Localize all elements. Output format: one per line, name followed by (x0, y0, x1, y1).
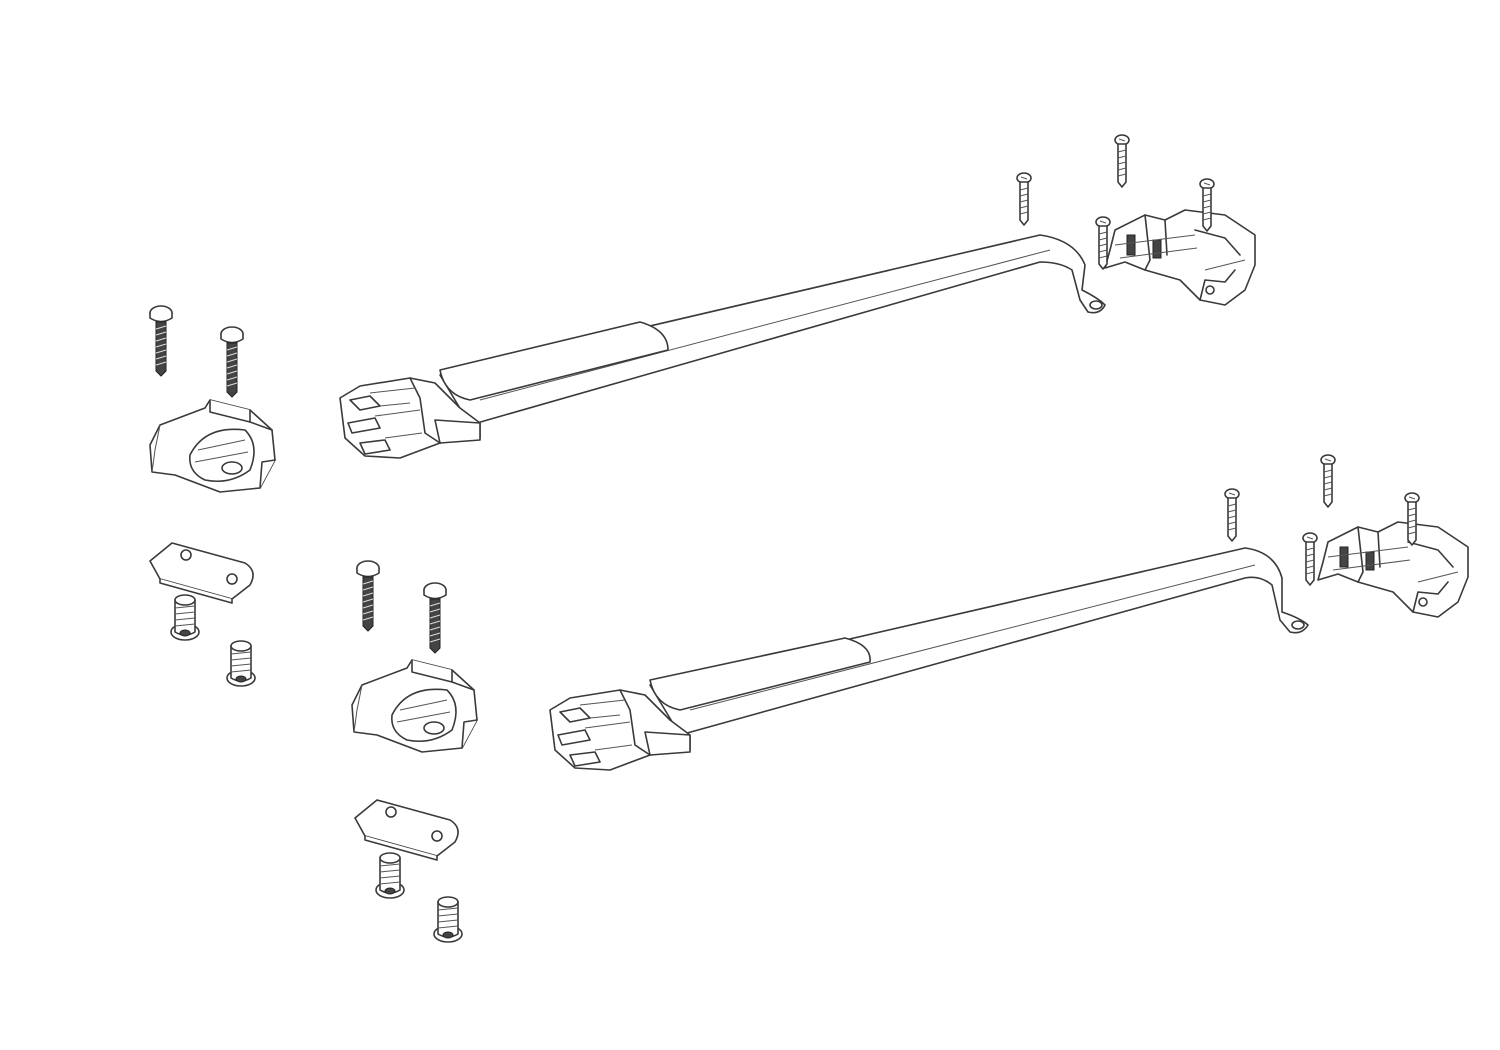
strap-assembly-upper (149, 134, 1256, 687)
mount-screw (149, 305, 173, 377)
mount-cap (149, 399, 276, 493)
strap (439, 234, 1106, 426)
strap (649, 547, 1309, 736)
screw (1224, 488, 1240, 542)
rivet-nut (433, 896, 463, 943)
rivet-nut (226, 640, 256, 687)
mount-cap (351, 659, 478, 753)
rivet-nut (375, 852, 405, 899)
mount-plate (354, 799, 459, 861)
screw (1114, 134, 1130, 188)
strap-loop (439, 321, 669, 401)
rivet-nut (170, 594, 200, 641)
mount-plate (149, 542, 254, 604)
bracket (1104, 209, 1256, 306)
mount-screw (220, 326, 244, 398)
strap-assembly-lower (351, 454, 1469, 943)
screw (1320, 454, 1336, 508)
mount-screw (423, 582, 447, 654)
bracket (1317, 521, 1469, 618)
screw (1302, 532, 1318, 586)
mount-screw (356, 560, 380, 632)
strap-loop (649, 637, 871, 711)
screw (1016, 172, 1032, 226)
